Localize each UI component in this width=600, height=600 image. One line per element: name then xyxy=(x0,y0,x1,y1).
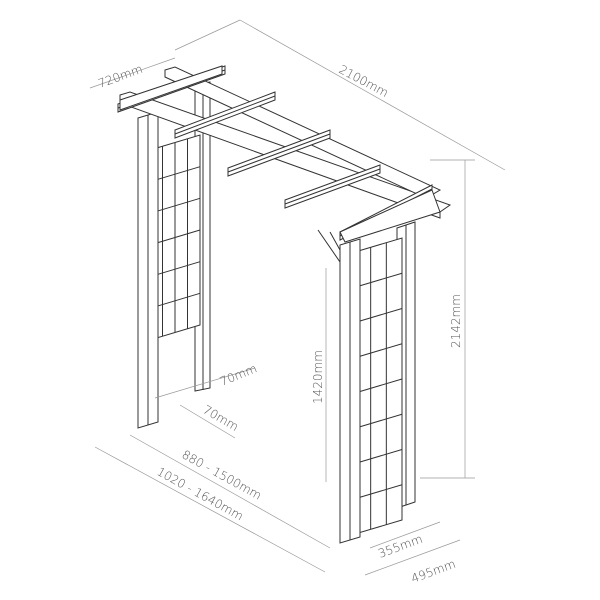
dim-depth-top: 720mm xyxy=(96,62,144,91)
trellis-rail xyxy=(354,378,403,394)
dim-post-width-a: 70mm xyxy=(218,361,259,388)
trellis-rail xyxy=(354,413,403,429)
rear-top-beam xyxy=(339,189,441,243)
dimension-lines xyxy=(89,19,506,576)
dim-height-panel: 1420mm xyxy=(311,350,325,404)
dim-height-total: 2142mm xyxy=(449,294,463,348)
trellis-rail xyxy=(354,484,403,500)
front-top-beam xyxy=(119,65,223,111)
rafter-edge xyxy=(174,95,276,135)
left-front-post xyxy=(137,111,159,429)
left-trellis-panel xyxy=(149,134,201,341)
rafter-edge xyxy=(227,133,331,173)
trellis-rail xyxy=(354,343,403,359)
right-front-post xyxy=(339,238,361,544)
trellis-rail xyxy=(354,449,403,464)
dim-base-depth: 495mm xyxy=(409,557,457,586)
rafter-edge xyxy=(284,168,381,205)
trellis-rail xyxy=(354,308,403,323)
dim-length-top: 2100mm xyxy=(337,62,391,100)
right-trellis-panel xyxy=(354,237,403,535)
corner-brace xyxy=(317,229,341,264)
roof-beams xyxy=(117,65,452,243)
dim-panel-depth: 355mm xyxy=(376,532,424,561)
trellis-rail xyxy=(354,272,403,288)
